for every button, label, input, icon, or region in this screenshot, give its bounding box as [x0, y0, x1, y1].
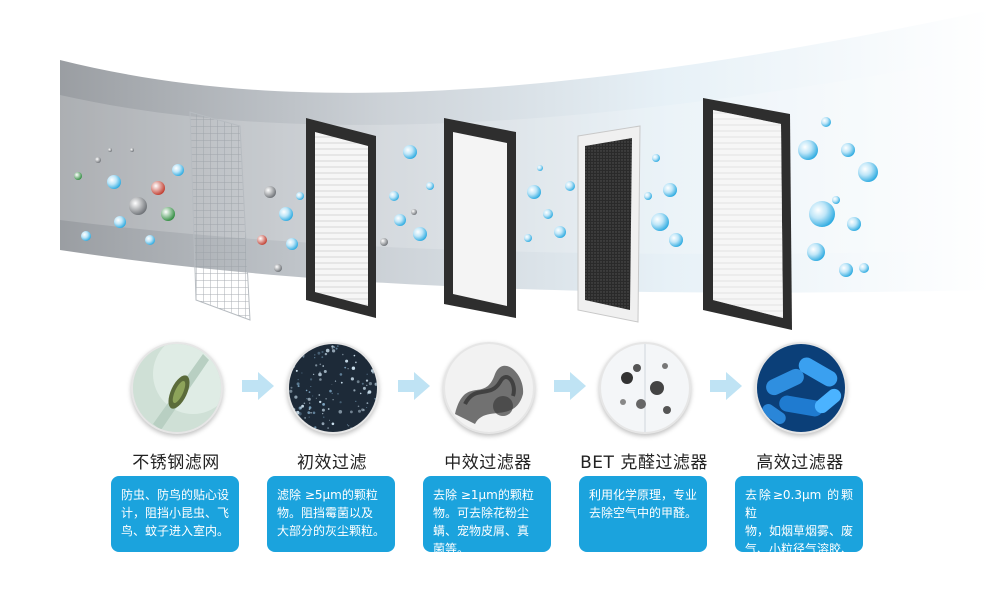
air-particle — [107, 175, 121, 189]
description-line: 大部分的灰尘颗粒。 — [277, 524, 386, 538]
stage-description-stainless-mesh: 防虫、防鸟的贴心设 计，阻挡小昆虫、飞 鸟、蚊子进入室内。 — [111, 476, 239, 552]
stage-title-hepa: 高效过滤器 — [756, 453, 844, 473]
air-particle — [279, 207, 293, 221]
stage-description-medium: 去除 ≥1μm的颗粒 物。可去除花粉尘 螨、宠物皮屑、真 菌等。 — [423, 476, 551, 556]
smoke-dust-icon — [443, 342, 535, 434]
stage-description-hepa: 去除≥0.3μm 的颗粒 物，如烟草烟雾、废 气、小粒径气溶胶、 细菌等。 — [735, 476, 863, 574]
description-line: 物。阻挡霉菌以及 — [277, 506, 374, 520]
air-particle — [543, 209, 553, 219]
air-particle — [663, 183, 677, 197]
stage-title-bet: BET 克醛过滤器 — [580, 453, 708, 473]
air-particle — [380, 238, 388, 246]
description-line: 去除空气中的甲醛。 — [589, 506, 698, 520]
bet-formaldehyde-filter — [577, 125, 641, 323]
air-particle — [172, 164, 184, 176]
air-particle — [798, 140, 818, 160]
air-particle — [669, 233, 683, 247]
air-particle — [537, 165, 543, 171]
description-line: 物，如烟草烟雾、废 — [745, 524, 854, 538]
air-particle — [652, 154, 660, 162]
air-particle — [847, 217, 861, 231]
stage-title-medium: 中效过滤器 — [444, 453, 532, 473]
air-particle — [527, 185, 541, 199]
air-particle — [389, 191, 399, 201]
air-particle — [296, 192, 304, 200]
chevron-right-icon — [710, 372, 742, 400]
particle-field — [74, 117, 878, 277]
description-line: 细菌等。 — [745, 560, 794, 574]
chevron-right-icon — [554, 372, 586, 400]
description-line: 菌等。 — [433, 542, 470, 556]
air-particle — [403, 145, 417, 159]
air-particle — [161, 207, 175, 221]
air-particle — [554, 226, 566, 238]
description-line: 防虫、防鸟的贴心设 — [121, 488, 230, 502]
description-line: 物。可去除花粉尘 — [433, 506, 530, 520]
air-particle — [809, 201, 835, 227]
air-particle — [524, 234, 532, 242]
dust-particles-icon — [287, 342, 379, 434]
description-line: 鸟、蚊子进入室内。 — [121, 524, 230, 538]
air-particle — [859, 263, 869, 273]
air-particle — [257, 235, 267, 245]
air-particle — [565, 181, 575, 191]
air-particle — [644, 192, 652, 200]
air-particle — [858, 162, 878, 182]
air-particle — [95, 157, 101, 163]
air-particle — [832, 196, 840, 204]
description-line: 螨、宠物皮屑、真 — [433, 524, 530, 538]
description-line: 滤除 ≥5μm的颗粒 — [277, 488, 378, 502]
air-particle — [129, 197, 147, 215]
air-particle — [114, 216, 126, 228]
bacteria-icon — [755, 342, 847, 434]
air-particle — [274, 264, 282, 272]
air-particle — [74, 172, 82, 180]
air-particle — [151, 181, 165, 195]
chevron-right-icon — [242, 372, 274, 400]
medium-filter — [444, 118, 516, 318]
chevron-right-icon — [398, 372, 430, 400]
air-particle — [839, 263, 853, 277]
air-particle — [807, 243, 825, 261]
description-line: 利用化学原理，专业 — [589, 488, 698, 502]
air-particle — [841, 143, 855, 157]
description-line: 去除 ≥1μm的颗粒 — [433, 488, 534, 502]
description-line: 去除≥0.3μm 的颗粒 — [745, 488, 853, 520]
air-particle — [394, 214, 406, 226]
stage-description-primary: 滤除 ≥5μm的颗粒 物。阻挡霉菌以及 大部分的灰尘颗粒。 — [267, 476, 395, 552]
air-particle — [413, 227, 427, 241]
formaldehyde-icon — [599, 342, 691, 434]
hepa-filter — [703, 98, 792, 330]
stainless-mesh-filter — [189, 111, 251, 321]
description-line: 计，阻挡小昆虫、飞 — [121, 506, 230, 520]
air-particle — [81, 231, 91, 241]
stage-title-primary: 初效过滤 — [297, 453, 367, 473]
air-particle — [264, 186, 276, 198]
air-particle — [130, 148, 134, 152]
stainless-mesh-icon — [131, 342, 223, 434]
air-particle — [145, 235, 155, 245]
stage-title-stainless-mesh: 不锈钢滤网 — [132, 453, 220, 473]
description-line: 气、小粒径气溶胶、 — [745, 542, 854, 556]
air-particle — [108, 148, 112, 152]
air-particle — [426, 182, 434, 190]
airflow-scene — [60, 10, 990, 330]
stage-description-bet: 利用化学原理，专业 去除空气中的甲醛。 — [579, 476, 707, 552]
primary-filter — [306, 118, 376, 318]
air-particle — [286, 238, 298, 250]
air-particle — [651, 213, 669, 231]
air-particle — [411, 209, 417, 215]
air-particle — [821, 117, 831, 127]
